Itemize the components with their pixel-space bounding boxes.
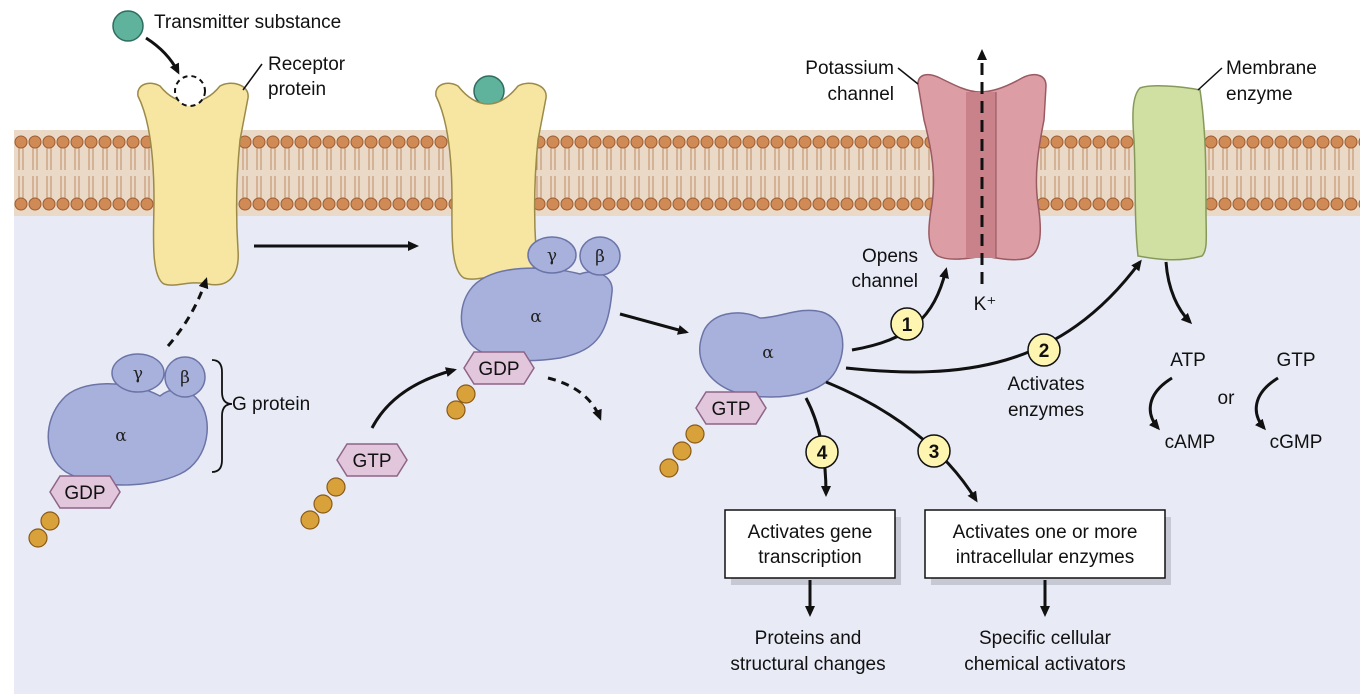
step-marker-1 — [890, 307, 924, 341]
atp-to-camp-arrow — [1148, 376, 1173, 431]
gdp-molecule — [49, 475, 121, 509]
step-number-1: 1 — [902, 315, 913, 336]
phosphate-2 — [28, 528, 48, 548]
enzyme-label-line1: Membrane — [1226, 58, 1317, 79]
empty-binding-site — [174, 75, 206, 107]
g-protein-label: G protein — [232, 394, 310, 415]
enzymes-box-line1: Activates one or more — [953, 522, 1138, 543]
phosphate-7 — [300, 510, 320, 530]
camp-label: cAMP — [1165, 432, 1216, 453]
opens-label-line2: channel — [851, 271, 918, 292]
gdp-label: GDP — [64, 483, 105, 504]
gdp-molecule-2 — [463, 351, 535, 385]
transmitter-arrow — [145, 36, 180, 75]
gtp-binding-arrow — [370, 367, 457, 429]
potassium-label-line1: Potassium — [805, 58, 894, 79]
gene-box-line1: Activates gene — [748, 522, 873, 543]
gdp-release-arrow — [547, 376, 602, 421]
cgmp-label: cGMP — [1270, 432, 1323, 453]
receptor-label-line2: protein — [268, 79, 326, 100]
intracellular-enzymes-box — [924, 509, 1166, 579]
gtp-molecule-bound — [695, 391, 767, 425]
gtp-to-cgmp-arrow — [1254, 376, 1279, 431]
specific-line2: chemical activators — [964, 654, 1126, 675]
g-protein-gamma-subunit — [111, 353, 165, 393]
g-protein-bracket — [211, 359, 233, 473]
pathway-2-arrow — [845, 259, 1142, 374]
alpha-release-arrow — [619, 312, 689, 335]
gdp-label-2: GDP — [478, 359, 519, 380]
potassium-label-line2: channel — [827, 84, 894, 105]
gene-box-line2: transcription — [758, 547, 862, 568]
specific-line1: Specific cellular — [979, 628, 1112, 649]
potassium-leader — [897, 67, 919, 85]
phosphate-4 — [446, 400, 466, 420]
step-number-2: 2 — [1039, 341, 1050, 362]
gtp-label-incoming: GTP — [352, 451, 391, 472]
alpha-symbol: α — [115, 426, 127, 446]
gtp-label-bound: GTP — [711, 399, 750, 420]
phosphate-6 — [313, 494, 333, 514]
activates-enzymes-line1: Activates — [1007, 374, 1084, 395]
opens-label-line1: Opens — [862, 246, 918, 267]
phosphate-9 — [672, 441, 692, 461]
beta-subunit-2 — [579, 236, 621, 276]
pathway-3-arrow — [825, 380, 978, 503]
gamma-subunit-2 — [527, 236, 577, 274]
proteins-line2: structural changes — [730, 654, 885, 675]
or-label: or — [1218, 388, 1236, 409]
alpha-symbol-2: α — [530, 307, 542, 327]
phosphate-3 — [456, 384, 476, 404]
activated-alpha-subunit — [699, 309, 844, 398]
transmitter-label: Transmitter substance — [154, 12, 341, 33]
phosphate-8 — [685, 424, 705, 444]
phosphate-10 — [659, 458, 679, 478]
proteins-line1: Proteins and — [755, 628, 862, 649]
beta-symbol: β — [180, 368, 190, 388]
channel-pore — [966, 92, 996, 258]
step-marker-3 — [917, 434, 951, 468]
gtp-molecule-incoming — [336, 443, 408, 477]
gtp-right-label: GTP — [1276, 350, 1315, 371]
g-protein-beta-subunit — [164, 356, 206, 398]
phosphate-5 — [326, 477, 346, 497]
phosphate-1 — [40, 511, 60, 531]
receptor-leader — [242, 63, 263, 91]
activation-dashed-arrow — [166, 277, 209, 347]
step-number-4: 4 — [817, 443, 828, 464]
g-protein-alpha-subunit — [47, 383, 208, 486]
step-marker-4 — [805, 435, 839, 469]
beta-symbol-2: β — [595, 247, 605, 267]
transmitter-molecule — [112, 10, 144, 42]
gamma-symbol-2: γ — [547, 246, 557, 266]
gamma-symbol: γ — [133, 364, 143, 384]
receptor-protein-bound — [435, 82, 547, 280]
enzyme-label-line2: enzyme — [1226, 84, 1293, 105]
receptor-protein — [137, 82, 249, 286]
receptor-label-line1: Receptor — [268, 54, 346, 75]
cytoplasm — [14, 190, 1360, 694]
enzymes-box-line2: intracellular enzymes — [956, 547, 1134, 568]
atp-label: ATP — [1170, 350, 1206, 371]
step-number-3: 3 — [929, 442, 940, 463]
alpha-symbol-3: α — [762, 343, 774, 363]
gene-transcription-box — [724, 509, 896, 579]
enzyme-leader — [1197, 67, 1223, 91]
potassium-ion-label: K⁺ — [974, 294, 997, 315]
activates-enzymes-line2: enzymes — [1008, 400, 1084, 421]
step-marker-2 — [1027, 333, 1061, 367]
enzyme-output-arrow — [1164, 261, 1193, 325]
membrane-enzyme — [1132, 85, 1208, 261]
